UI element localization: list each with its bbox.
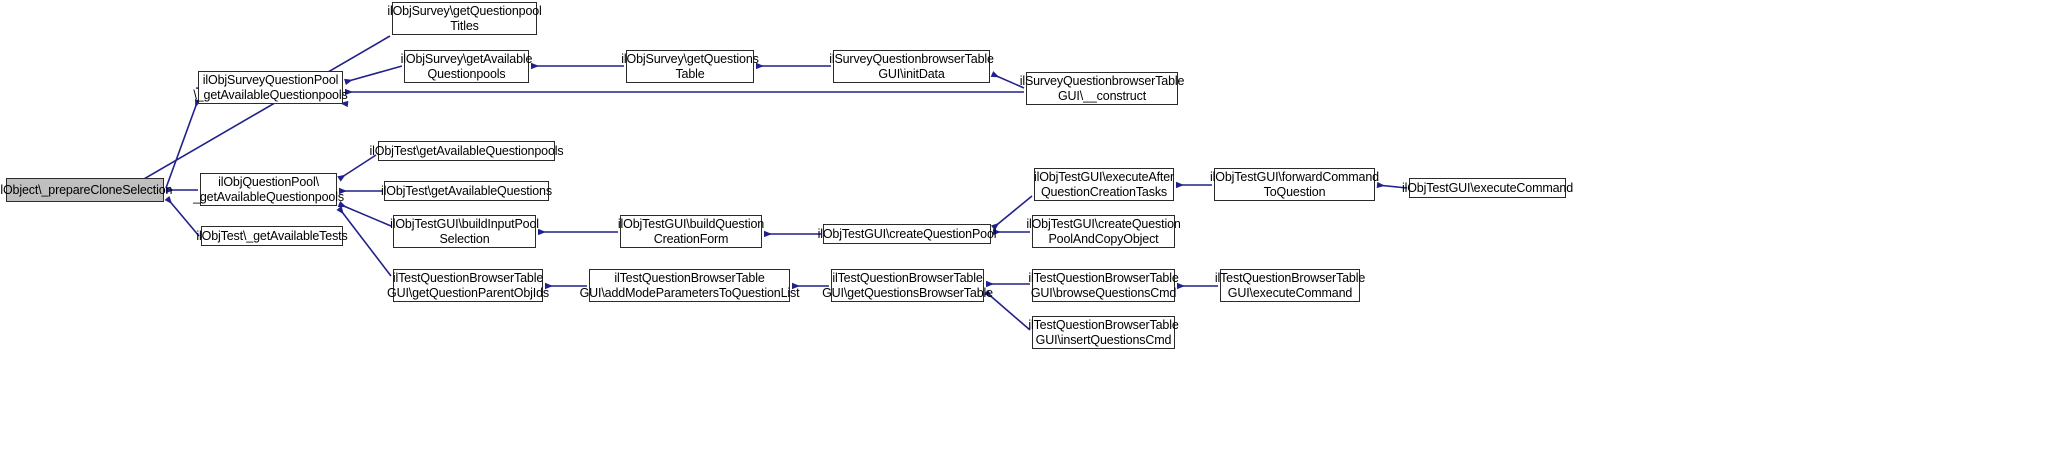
graph-node-n15[interactable]: ilObjTestGUI\createQuestion PoolAndCopyO… [1026, 215, 1181, 248]
edge-n2-to-n0 [123, 35, 391, 193]
graph-node-n20[interactable]: ilTestQuestionBrowserTable GUI\getQuesti… [822, 269, 993, 302]
graph-node-n22[interactable]: ilTestQuestionBrowserTable GUI\executeCo… [1215, 269, 1365, 302]
graph-node-n19[interactable]: ilTestQuestionBrowserTable GUI\addModePa… [580, 269, 800, 302]
graph-node-n0[interactable]: ilObject\_prepareCloneSelection [0, 178, 172, 202]
graph-node-n13[interactable]: ilObjTestGUI\createQuestionPool [818, 224, 997, 244]
graph-node-n4[interactable]: ilObjSurvey\getQuestions Table [621, 50, 759, 83]
graph-node-n9[interactable]: ilObjTest\getAvailableQuestions [381, 181, 552, 201]
graph-node-n18[interactable]: ilTestQuestionBrowserTable GUI\getQuesti… [387, 269, 549, 302]
graph-node-n11[interactable]: ilObjTestGUI\buildInputPool Selection [390, 215, 539, 248]
edge-n11-to-n7 [337, 201, 392, 227]
graph-node-n14[interactable]: ilObjTestGUI\executeAfter QuestionCreati… [1034, 168, 1174, 201]
graph-node-n7[interactable]: ilObjQuestionPool\ _getAvailableQuestion… [193, 173, 344, 206]
graph-node-n21[interactable]: ilTestQuestionBrowserTable GUI\browseQue… [1028, 269, 1179, 302]
graph-node-n10[interactable]: ilObjTest\_getAvailableTests [196, 226, 348, 246]
graph-node-n5[interactable]: ilSurveyQuestionbrowserTable GUI\initDat… [829, 50, 994, 83]
edge-n3-to-n1 [344, 65, 403, 86]
graph-node-n17[interactable]: ilObjTestGUI\executeCommand [1402, 178, 1573, 198]
graph-node-n8[interactable]: ilObjTest\getAvailableQuestionpools [370, 141, 564, 161]
edge-n8-to-n7 [337, 154, 377, 182]
graph-node-n6[interactable]: ilSurveyQuestionbrowserTable GUI\__const… [1020, 72, 1184, 105]
graph-node-n16[interactable]: ilObjTestGUI\forwardCommand ToQuestion [1210, 168, 1379, 201]
graph-node-n2[interactable]: ilObjSurvey\getQuestionpool Titles [387, 2, 542, 35]
graph-node-n3[interactable]: ilObjSurvey\getAvailable Questionpools [401, 50, 532, 83]
graph-node-n1[interactable]: ilObjSurveyQuestionPool \_getAvailableQu… [193, 71, 348, 104]
graph-node-n23[interactable]: ilTestQuestionBrowserTable GUI\insertQue… [1028, 316, 1179, 349]
graph-node-n12[interactable]: ilObjTestGUI\buildQuestion CreationForm [618, 215, 764, 248]
